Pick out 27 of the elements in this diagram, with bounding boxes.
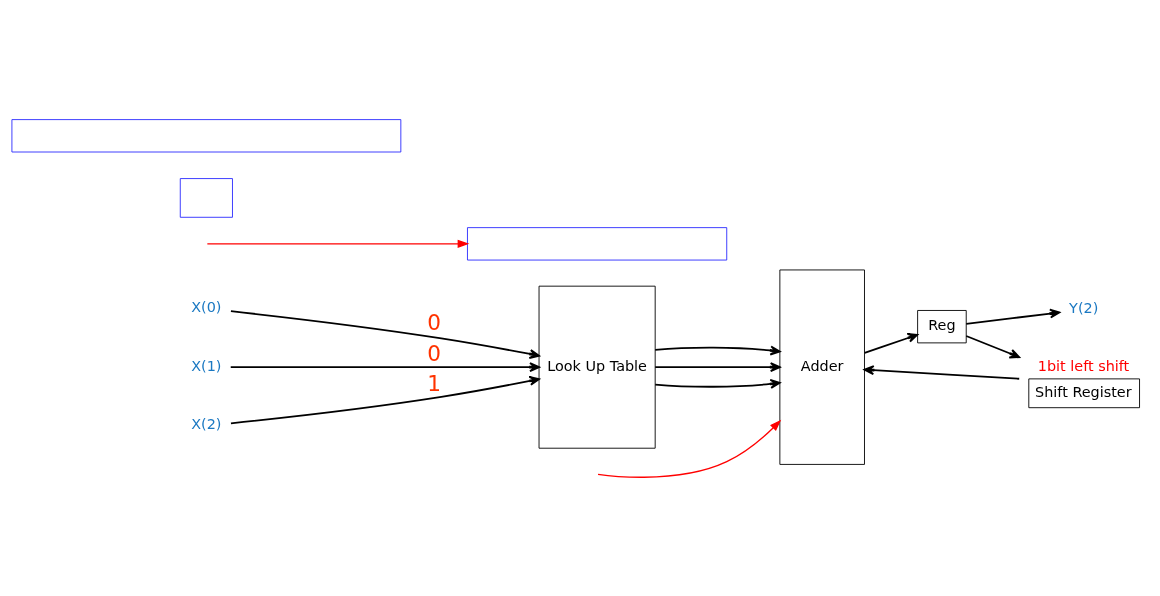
node-box: Adder — [779, 269, 865, 465]
arrow — [597, 419, 782, 478]
arrow — [229, 361, 540, 372]
arrow — [230, 309, 540, 359]
node-box — [179, 177, 233, 218]
edge-label: 1 — [427, 370, 442, 396]
node-box: Look Up Table — [538, 285, 656, 449]
edge-label: 0 — [427, 340, 442, 366]
node-text: X(2) — [191, 415, 222, 432]
arrow — [206, 239, 470, 248]
node-label: 1bit left shift — [1037, 357, 1130, 374]
node-box: Reg — [917, 309, 967, 343]
arrow — [965, 308, 1061, 325]
arrow — [654, 345, 781, 355]
arrow — [654, 361, 781, 372]
node-box: Shift Register — [1028, 377, 1140, 408]
arrow — [965, 334, 1021, 358]
node-text: Y(2) — [1069, 299, 1099, 316]
node-text: X(1) — [191, 357, 222, 374]
arrow — [863, 332, 919, 354]
node-box — [467, 226, 728, 260]
node-box — [11, 118, 402, 152]
arrow — [863, 364, 1021, 380]
node-text: X(0) — [191, 298, 222, 315]
arrow — [230, 375, 540, 424]
edge-label: 0 — [427, 309, 442, 335]
arrow — [654, 378, 781, 389]
